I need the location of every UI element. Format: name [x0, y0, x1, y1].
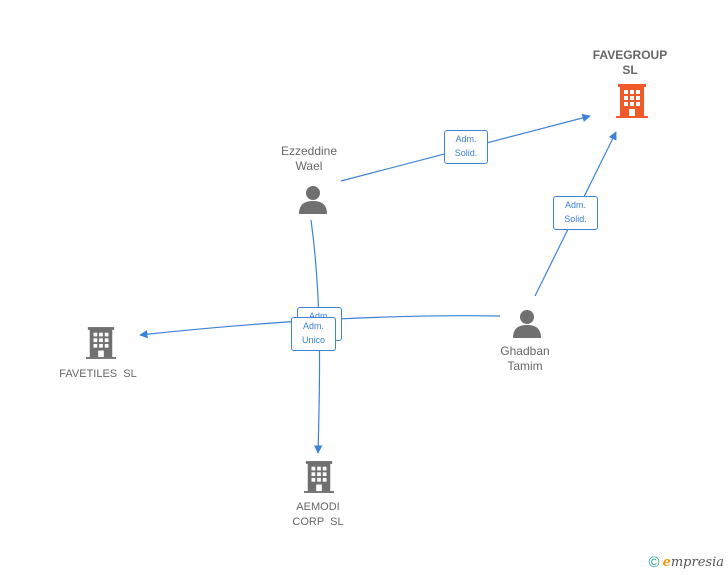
brand-logo[interactable]: empresia — [662, 555, 724, 570]
building-icon-favetiles[interactable] — [86, 326, 116, 360]
person-icon-ghadban[interactable] — [511, 308, 543, 338]
node-label-aemodi: AEMODI CORP SL — [292, 501, 344, 528]
edge-label-ezzeddine-favegroup[interactable]: Adm. Solid. — [444, 130, 488, 164]
node-label-favetiles: FAVETILES SL — [59, 368, 137, 380]
node-label-ghadban: Ghadban Tamim — [500, 344, 550, 373]
footer-brand: © empresia — [649, 554, 724, 571]
building-icon-aemodi[interactable] — [304, 460, 334, 494]
building-icon-favegroup[interactable] — [616, 84, 648, 118]
person-icon-ezzeddine[interactable] — [297, 184, 329, 214]
edge-label-ezzeddine-favetiles[interactable]: Adm. Unico — [291, 317, 336, 351]
node-label-ezzeddine: Ezzeddine Wael — [280, 144, 338, 173]
copyright-icon: © — [648, 554, 660, 571]
edge-label-ghadban-favegroup[interactable]: Adm. Solid. — [553, 196, 598, 230]
node-label-favegroup: FAVEGROUP SL — [592, 48, 668, 77]
